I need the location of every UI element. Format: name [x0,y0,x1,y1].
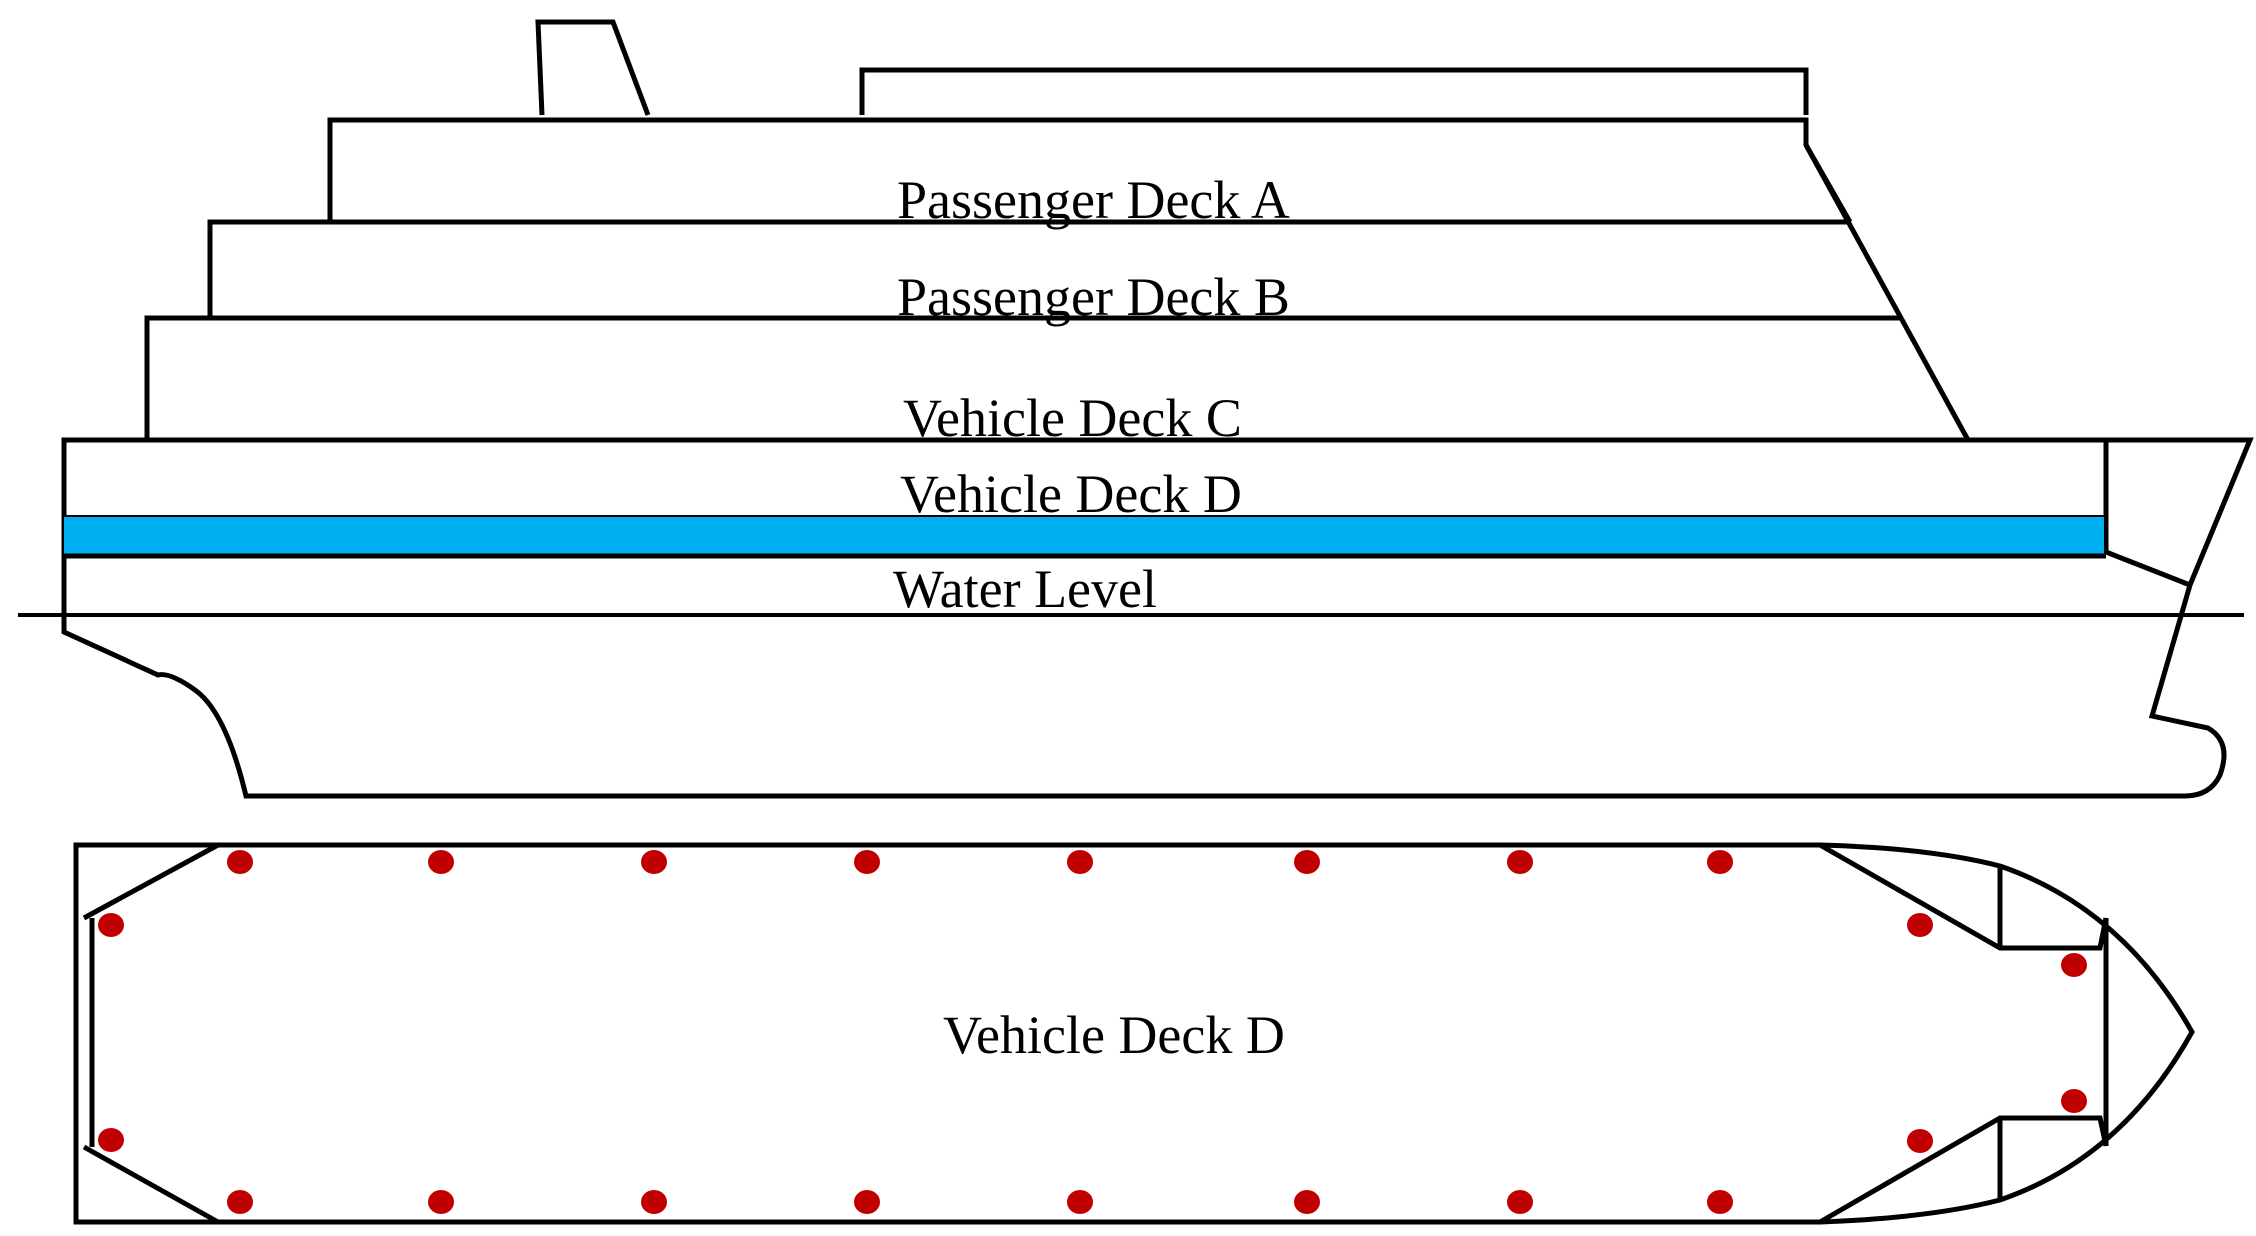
sensor-point [2061,953,2087,977]
funnel [535,19,651,116]
label-vehicle-deck-d-side: Vehicle Deck D [900,464,1242,524]
sensor-point [1294,1190,1320,1214]
sensor-point [1507,1190,1533,1214]
sensor-point [2061,1089,2087,1113]
sensor-point [1907,1129,1933,1153]
vehicle-deck-c-outline [144,315,1900,440]
label-water-level: Water Level [893,559,1157,619]
sensor-point [1294,850,1320,874]
vehicle-deck-d-plan-view: Vehicle Deck D [73,842,2195,1225]
ship-side-view: Passenger Deck A Passenger Deck B Vehicl… [18,19,2254,799]
sensor-point [854,1190,880,1214]
sensor-point [1507,850,1533,874]
sensor-point [428,850,454,874]
sensor-point [227,850,253,874]
sensor-point [1067,850,1093,874]
superstructure-bow-slope [1803,143,1971,442]
sensor-point [1067,1190,1093,1214]
vehicle-deck-d-highlight [64,516,2104,554]
sensor-point [854,850,880,874]
plan-bow-inner-top [1818,842,2109,951]
label-passenger-deck-a: Passenger Deck A [897,170,1290,230]
sensor-points [98,850,2087,1214]
label-passenger-deck-b: Passenger Deck B [897,267,1290,327]
sensor-point [98,1128,124,1152]
plan-hull-outline [73,842,2195,1225]
sensor-point [98,913,124,937]
sensor-point [1707,1190,1733,1214]
sensor-point [1707,850,1733,874]
sensor-point [428,1190,454,1214]
passenger-deck-b-outline [207,219,1850,318]
plan-stern-chamfer-bottom [82,1144,220,1225]
plan-stern-chamfer-top [82,842,220,921]
sensor-point [1907,913,1933,937]
plan-bow-inner-bottom [1818,1115,2109,1225]
label-vehicle-deck-c: Vehicle Deck C [903,388,1242,448]
bow-inner-structure [2103,440,2191,588]
label-vehicle-deck-d-plan: Vehicle Deck D [943,1005,1285,1065]
sensor-point [227,1190,253,1214]
top-deckhouse [859,67,1809,115]
main-hull [61,437,2254,799]
sensor-point [641,850,667,874]
sensor-point [641,1190,667,1214]
